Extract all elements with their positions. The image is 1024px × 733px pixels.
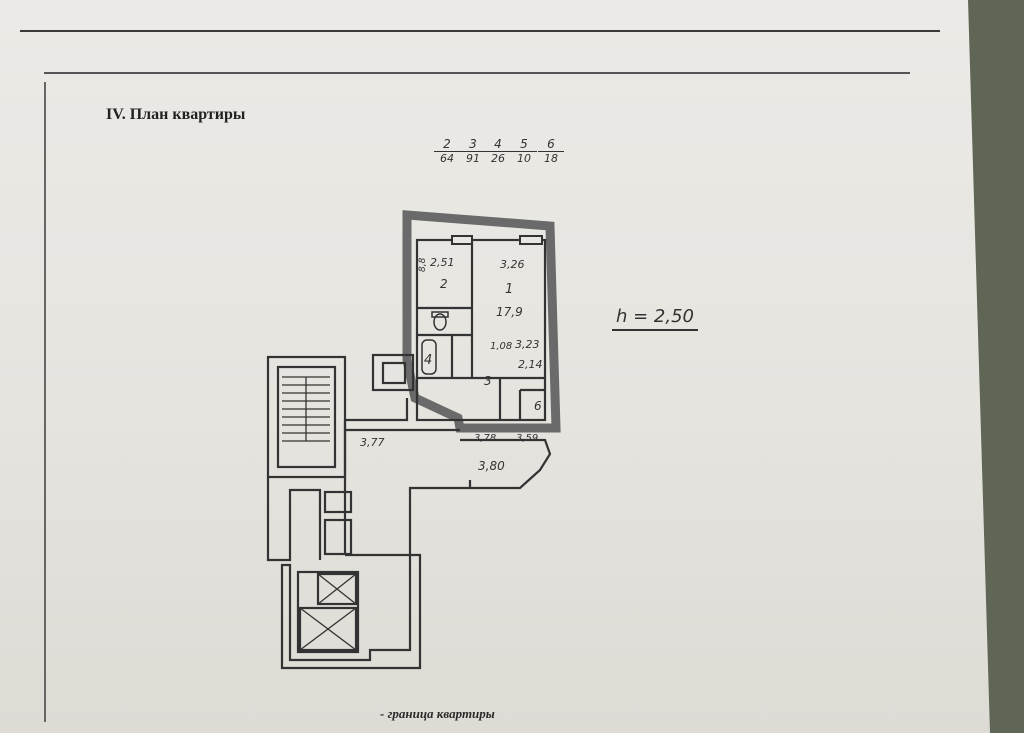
fraction-4: 5 10 bbox=[511, 138, 537, 165]
room3-number-label: 3 bbox=[484, 374, 492, 388]
fraction-4-top: 5 bbox=[520, 137, 528, 151]
apartment-walls bbox=[415, 238, 547, 422]
stairwell bbox=[266, 355, 353, 562]
room1-width-label: 3,26 bbox=[500, 258, 525, 271]
fraction-2-top: 3 bbox=[469, 137, 477, 151]
dimension-380: 3,80 bbox=[478, 459, 505, 473]
ceiling-height-note: h = 2,50 bbox=[612, 306, 699, 331]
elevator-shafts bbox=[280, 553, 422, 670]
fraction-3-top: 4 bbox=[494, 137, 502, 151]
dimension-378: 3,78 bbox=[474, 433, 496, 444]
windows bbox=[451, 235, 543, 245]
fraction-1-top: 2 bbox=[443, 137, 451, 151]
room2-width-label: 2,51 bbox=[430, 256, 455, 269]
fraction-4-bottom: 10 bbox=[511, 151, 537, 165]
fraction-1: 2 64 bbox=[434, 138, 460, 165]
room1-area-label: 17,9 bbox=[496, 305, 523, 319]
left-margin-line bbox=[44, 82, 46, 722]
fraction-3: 4 26 bbox=[485, 138, 511, 165]
header-border-line bbox=[44, 72, 910, 74]
common-corridor-walls bbox=[343, 353, 552, 557]
fraction-5-top: 6 bbox=[547, 137, 555, 151]
dimension-377: 3,77 bbox=[360, 436, 385, 449]
fraction-3-bottom: 26 bbox=[485, 151, 511, 165]
dimension-359: 3,59 bbox=[516, 433, 538, 444]
room2-number-label: 2 bbox=[440, 277, 448, 291]
bathroom-fixtures bbox=[421, 311, 449, 375]
document-page: IV. План квартиры 2 64 3 91 4 26 5 10 6 … bbox=[0, 0, 990, 733]
fraction-2-bottom: 91 bbox=[460, 151, 486, 165]
fraction-5: 6 18 bbox=[538, 138, 564, 165]
room3-width-label: 3,23 bbox=[515, 338, 540, 351]
room3-area-label: 2,14 bbox=[518, 358, 543, 371]
page-title: IV. План квартиры bbox=[106, 106, 246, 123]
fraction-5-bottom: 18 bbox=[538, 151, 564, 165]
fraction-1-bottom: 64 bbox=[434, 151, 460, 165]
fraction-2: 3 91 bbox=[460, 138, 486, 165]
room4-number-label: 4 bbox=[424, 353, 432, 368]
top-border-line bbox=[20, 30, 940, 32]
room4-length-label: 1,08 bbox=[490, 341, 512, 352]
legend-apartment-boundary: - граница квартиры bbox=[380, 706, 495, 721]
apartment-boundary bbox=[402, 210, 561, 433]
room2-side-label: 8,8 bbox=[418, 257, 428, 272]
room1-number-label: 1 bbox=[505, 282, 513, 297]
room6-number-label: 6 bbox=[534, 399, 542, 413]
